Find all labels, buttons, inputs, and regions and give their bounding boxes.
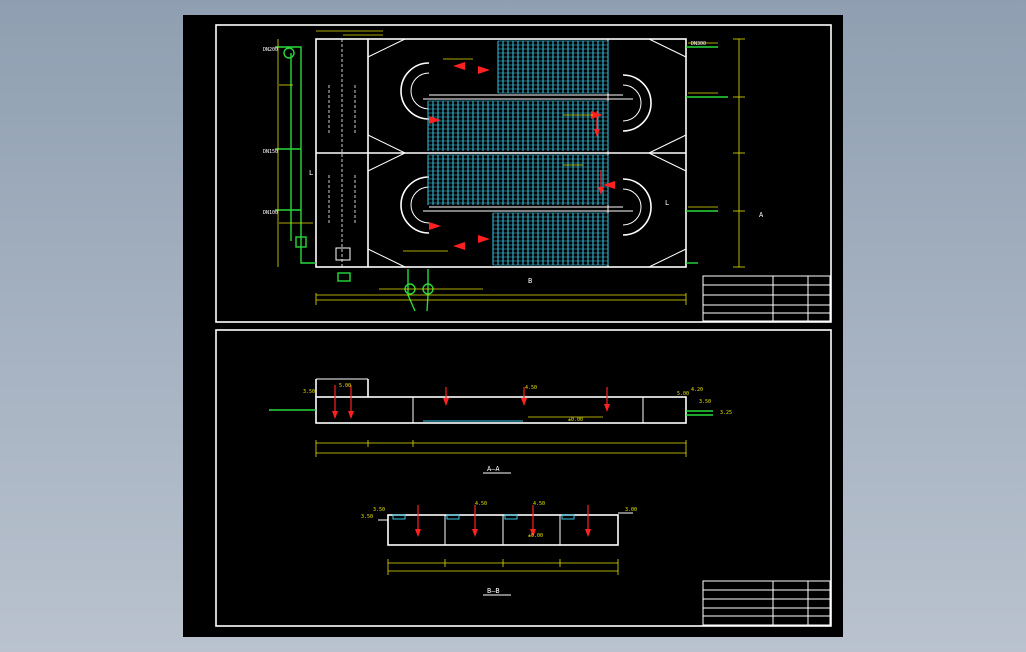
title-block-top: [702, 275, 831, 322]
plan-view-frame: [215, 24, 832, 323]
pipe-label-1: DN200: [263, 47, 278, 53]
section-view-frame: [215, 329, 832, 627]
title-block-bottom: [702, 580, 831, 626]
section-b-elev-3: 4.50: [475, 501, 487, 507]
section-b-elev-4: 4.50: [533, 501, 545, 507]
section-a-elev-5: 4.20: [691, 387, 703, 393]
section-a-title: A—A: [487, 465, 500, 473]
section-a-elev-7: 3.25: [720, 410, 732, 416]
flow-arrows: [429, 62, 615, 250]
section-marker-right: L: [665, 199, 669, 207]
aeration-grid: [427, 40, 609, 266]
section-callout-b: B: [528, 277, 532, 285]
section-a-elev-3: 4.50: [525, 385, 537, 391]
section-a-outline: [315, 396, 687, 424]
section-b-elev-2: 3.50: [361, 514, 373, 520]
section-b-elev-6: ±0.00: [528, 533, 543, 539]
dimension-lines: [277, 30, 745, 305]
section-a-view: 3.50 5.00 4.50 5.00 4.20 3.50 3.25 ±0.00…: [269, 378, 732, 474]
section-a-elev-2: 5.00: [339, 383, 351, 389]
plan-view: DN200 DN150 DN100 DN300 A B L L: [263, 30, 831, 322]
section-b-elev-1: 3.50: [373, 507, 385, 513]
section-b-view: 3.50 3.50 4.50 4.50 3.00 ±0.00 B—B: [361, 501, 637, 596]
pipe-label-4: DN300: [691, 41, 706, 47]
pipe-label-3: DN100: [263, 210, 278, 216]
section-a-elev-8: ±0.00: [568, 417, 583, 423]
section-b-elev-5: 3.00: [625, 507, 637, 513]
section-callout-a: A: [759, 211, 764, 219]
section-a-elev-1: 3.50: [303, 389, 315, 395]
section-b-title: B—B: [487, 587, 500, 595]
pipe-label-2: DN150: [263, 149, 278, 155]
section-marker-left: L: [309, 169, 313, 177]
section-a-elev-4: 5.00: [677, 391, 689, 397]
cad-drawing-sheet[interactable]: DN200 DN150 DN100 DN300 A B L L: [183, 15, 843, 637]
drawing-canvas[interactable]: DN200 DN150 DN100 DN300 A B L L: [183, 15, 843, 637]
section-a-elev-6: 3.50: [699, 399, 711, 405]
